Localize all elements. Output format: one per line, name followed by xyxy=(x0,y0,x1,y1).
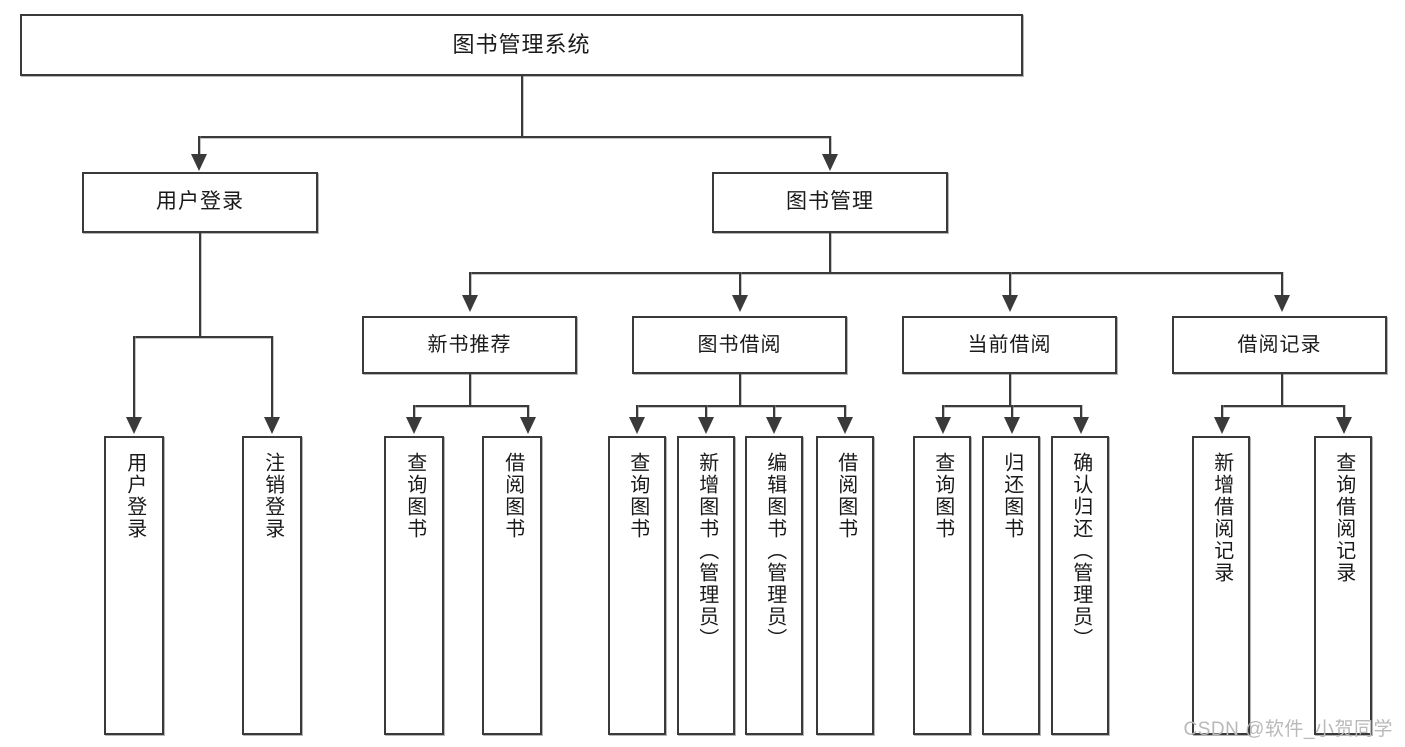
arrow-to-leaf-borrow-book-2 xyxy=(837,417,853,434)
connector-level3-drop-3 xyxy=(1009,272,1011,298)
leaf-borrow-book-recommend[interactable]: 借阅图书 xyxy=(482,436,542,735)
node-label: 查询借阅记录 xyxy=(1332,452,1355,584)
leaf-add-book-admin[interactable]: 新增图书（管理员） xyxy=(677,436,735,735)
connector-level2-drop-1 xyxy=(198,136,200,157)
watermark-text: CSDN @软件_小贺同学 xyxy=(1183,719,1393,740)
leaf-add-borrow-record[interactable]: 新增借阅记录 xyxy=(1192,436,1250,735)
node-label: 图书管理 xyxy=(786,190,874,214)
arrow-to-leaf-logout xyxy=(264,417,280,434)
leaf-edit-book-admin[interactable]: 编辑图书（管理员） xyxy=(745,436,803,735)
connector-level2-drop-2 xyxy=(829,136,831,157)
node-label: 确认归还（管理员） xyxy=(1069,452,1092,650)
node-label: 借阅记录 xyxy=(1237,333,1322,356)
node-label: 借阅图书 xyxy=(501,452,524,540)
arrow-to-leaf-query-record xyxy=(1336,417,1352,434)
connector-user-login-drop-1 xyxy=(133,336,135,419)
arrow-to-book-borrow xyxy=(732,295,748,312)
arrow-to-borrow-record xyxy=(1274,295,1290,312)
connector-book-borrow-drop-3 xyxy=(773,405,775,419)
node-label: 当前借阅 xyxy=(967,333,1052,356)
connector-level3-drop-4 xyxy=(1281,272,1283,298)
connector-current-borrow-stem xyxy=(1009,374,1011,405)
leaf-query-book-current[interactable]: 查询图书 xyxy=(913,436,971,735)
leaf-return-book[interactable]: 归还图书 xyxy=(982,436,1040,735)
leaf-query-borrow-record[interactable]: 查询借阅记录 xyxy=(1314,436,1372,735)
node-label: 图书管理系统 xyxy=(452,32,591,58)
arrow-to-current-borrow xyxy=(1002,295,1018,312)
connector-root-stem xyxy=(521,76,523,136)
connector-new-book-drop-1 xyxy=(413,405,415,419)
arrow-to-leaf-borrow-book-1 xyxy=(520,417,536,434)
node-label: 用户登录 xyxy=(156,190,244,214)
node-label: 查询图书 xyxy=(931,452,954,540)
arrow-to-leaf-add-book xyxy=(698,417,714,434)
connector-level3-drop-1 xyxy=(469,272,471,298)
connector-borrow-record-drop-2 xyxy=(1343,405,1345,419)
leaf-user-login[interactable]: 用户登录 xyxy=(104,436,164,735)
node-new-book-recommend[interactable]: 新书推荐 xyxy=(362,316,577,374)
node-label: 借阅图书 xyxy=(834,452,857,540)
arrow-to-leaf-edit-book xyxy=(766,417,782,434)
node-label: 编辑图书（管理员） xyxy=(763,452,786,650)
leaf-query-book-borrow[interactable]: 查询图书 xyxy=(608,436,666,735)
arrow-to-leaf-query-book-1 xyxy=(406,417,422,434)
arrow-to-leaf-query-book-2 xyxy=(629,417,645,434)
node-label: 用户登录 xyxy=(123,452,146,540)
connector-new-book-drop-2 xyxy=(527,405,529,419)
node-label: 新书推荐 xyxy=(427,333,512,356)
connector-new-book-stem xyxy=(469,374,471,405)
node-label: 注销登录 xyxy=(261,452,284,540)
connector-level2-bus xyxy=(198,136,829,138)
node-label: 新增借阅记录 xyxy=(1210,452,1233,584)
arrow-to-leaf-add-record xyxy=(1214,417,1230,434)
leaf-confirm-return-admin[interactable]: 确认归还（管理员） xyxy=(1051,436,1109,735)
connector-current-borrow-drop-1 xyxy=(942,405,944,419)
connector-book-borrow-bus xyxy=(636,405,844,407)
node-book-manage[interactable]: 图书管理 xyxy=(712,172,948,233)
arrow-to-user-login xyxy=(191,154,207,171)
node-label: 查询图书 xyxy=(626,452,649,540)
connector-book-borrow-stem xyxy=(739,374,741,405)
connector-borrow-record-stem xyxy=(1281,374,1283,405)
node-current-borrow[interactable]: 当前借阅 xyxy=(902,316,1117,374)
connector-user-login-bus xyxy=(133,336,271,338)
connector-book-borrow-drop-1 xyxy=(636,405,638,419)
node-label: 图书借阅 xyxy=(697,333,782,356)
leaf-borrow-book-borrow[interactable]: 借阅图书 xyxy=(816,436,874,735)
connector-user-login-stem xyxy=(199,233,201,336)
arrow-to-new-book xyxy=(462,295,478,312)
connector-current-borrow-drop-2 xyxy=(1011,405,1013,419)
node-root-system[interactable]: 图书管理系统 xyxy=(20,14,1023,76)
arrow-to-leaf-query-book-3 xyxy=(935,417,951,434)
node-borrow-record[interactable]: 借阅记录 xyxy=(1172,316,1387,374)
connector-level3-drop-2 xyxy=(739,272,741,298)
connector-borrow-record-drop-1 xyxy=(1221,405,1223,419)
arrow-to-leaf-return-book xyxy=(1004,417,1020,434)
arrow-to-leaf-confirm-return xyxy=(1073,417,1089,434)
connector-new-book-bus xyxy=(413,405,527,407)
connector-book-borrow-drop-2 xyxy=(705,405,707,419)
leaf-logout[interactable]: 注销登录 xyxy=(242,436,302,735)
node-label: 归还图书 xyxy=(1000,452,1023,540)
node-user-login[interactable]: 用户登录 xyxy=(82,172,318,233)
connector-book-manage-stem xyxy=(829,233,831,272)
connector-level3-bus xyxy=(469,272,1281,274)
arrow-to-book-manage xyxy=(822,154,838,171)
node-book-borrow[interactable]: 图书借阅 xyxy=(632,316,847,374)
connector-current-borrow-drop-3 xyxy=(1080,405,1082,419)
connector-book-borrow-drop-4 xyxy=(844,405,846,419)
connector-borrow-record-bus xyxy=(1221,405,1343,407)
connector-user-login-drop-2 xyxy=(271,336,273,419)
leaf-query-book-recommend[interactable]: 查询图书 xyxy=(384,436,444,735)
node-label: 查询图书 xyxy=(403,452,426,540)
arrow-to-leaf-user-login xyxy=(126,417,142,434)
node-label: 新增图书（管理员） xyxy=(695,452,718,650)
